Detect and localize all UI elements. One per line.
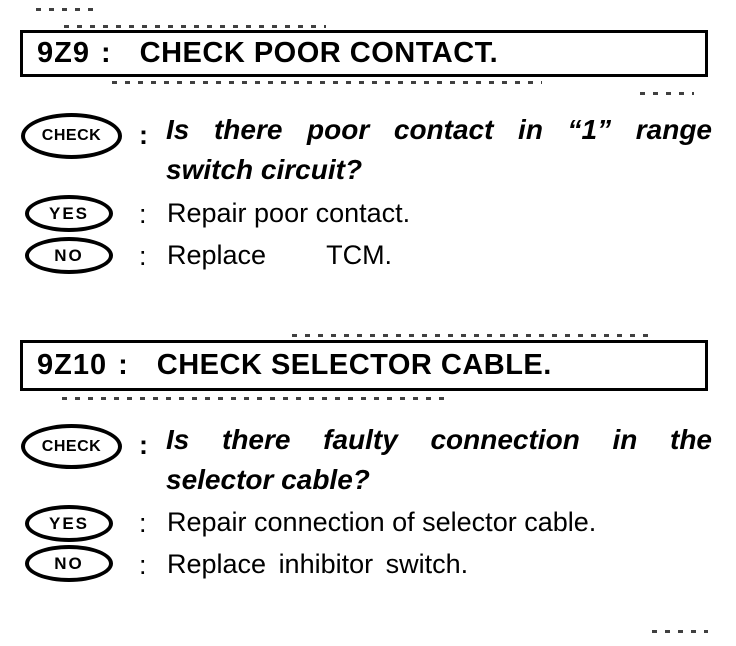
yes-instruction: Repair poor contact. — [167, 198, 411, 228]
no-badge-label: NO — [54, 553, 84, 573]
check-question: Is there poor contact in “1” range switc… — [166, 110, 712, 190]
check-badge-label: CHECK — [41, 127, 102, 144]
scan-artifact — [36, 8, 100, 11]
step-colon: : — [139, 430, 148, 460]
scan-artifact — [64, 25, 326, 28]
scan-artifact — [652, 630, 708, 633]
procedure-code: 9Z9 — [37, 37, 90, 69]
question-line-1: Is there faulty connection in the — [166, 424, 712, 455]
scan-artifact — [112, 81, 542, 84]
no-badge: NO — [25, 545, 113, 582]
question-line-2: switch circuit? — [166, 154, 363, 185]
procedure-title: CHECK POOR CONTACT. — [139, 37, 499, 69]
procedure-code-colon: : — [118, 349, 128, 381]
step-colon: : — [139, 241, 147, 271]
yes-badge: YES — [25, 195, 113, 232]
scan-artifact — [640, 92, 694, 95]
yes-badge-label: YES — [48, 203, 90, 223]
step-colon: : — [139, 508, 147, 538]
yes-instruction: Repair connection of selector cable. — [167, 507, 597, 537]
procedure-header-9z9: 9Z9 : CHECK POOR CONTACT. — [20, 30, 708, 77]
check-badge: CHECK — [21, 424, 122, 469]
procedure-title: CHECK SELECTOR CABLE. — [156, 349, 552, 381]
step-colon: : — [139, 120, 148, 150]
question-line-1: Is there poor contact in “1” range — [166, 114, 712, 145]
yes-badge-label: YES — [48, 513, 90, 533]
scan-artifact — [292, 334, 652, 337]
yes-badge: YES — [25, 505, 113, 542]
procedure-header-9z10: 9Z10 : CHECK SELECTOR CABLE. — [20, 340, 708, 391]
check-question: Is there faulty connection in the select… — [166, 420, 712, 500]
check-badge: CHECK — [21, 113, 122, 159]
procedure-code-colon: : — [100, 37, 111, 69]
no-badge: NO — [25, 237, 113, 274]
procedure-code: 9Z10 — [37, 349, 108, 381]
no-instruction: Replace inhibitor switch. — [167, 549, 469, 579]
question-line-2: selector cable? — [166, 464, 370, 495]
scan-artifact — [62, 397, 452, 400]
no-instruction: Replace TCM. — [167, 240, 393, 270]
check-badge-label: CHECK — [41, 437, 102, 455]
step-colon: : — [139, 199, 147, 229]
no-badge-label: NO — [54, 245, 84, 265]
step-colon: : — [139, 550, 147, 580]
